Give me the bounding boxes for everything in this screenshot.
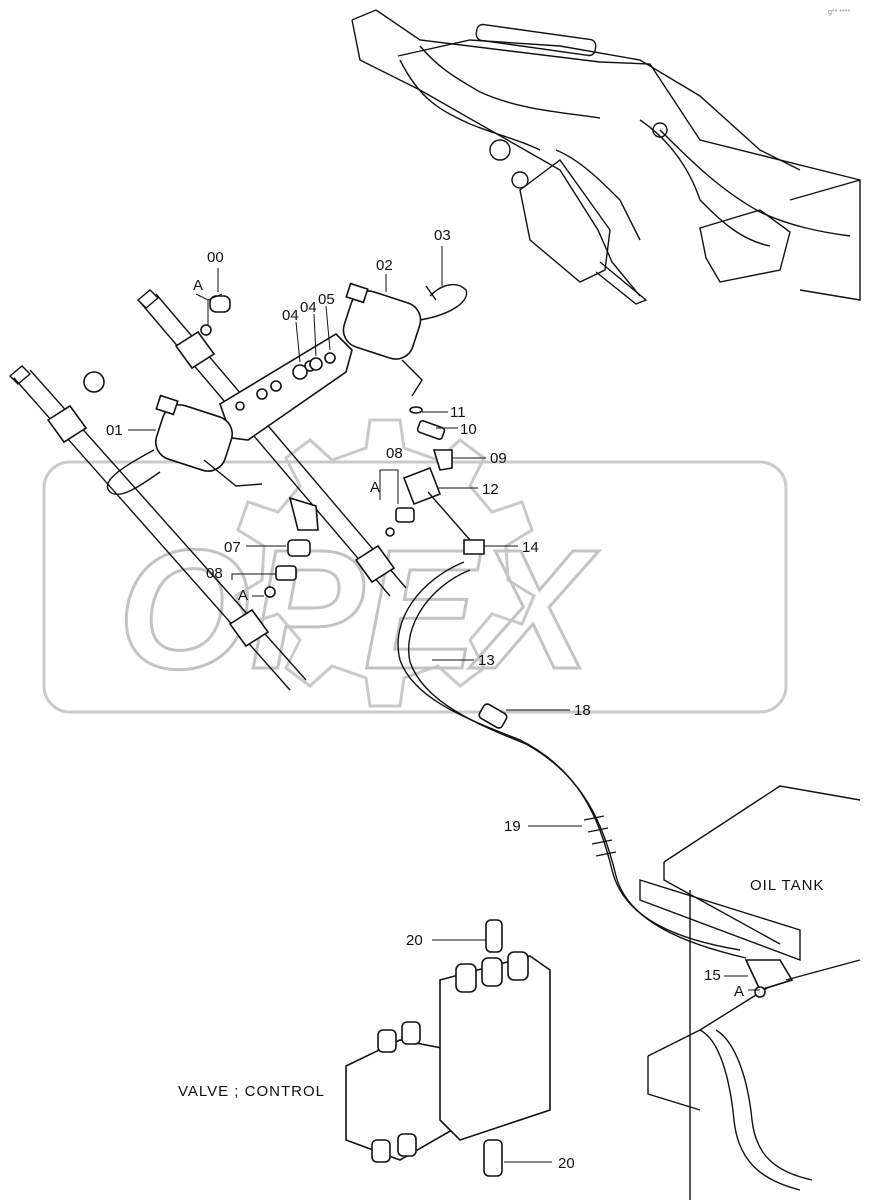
callout-15: 15 bbox=[704, 967, 721, 984]
pipe-tee-fitting bbox=[354, 544, 396, 584]
fitting-08 bbox=[275, 565, 297, 581]
callout-20: 20 bbox=[406, 932, 423, 949]
lower-fittings bbox=[200, 295, 319, 598]
caption-oil-tank: OIL TANK bbox=[750, 877, 824, 894]
callout-03: 03 bbox=[434, 227, 451, 244]
callout-12: 12 bbox=[482, 481, 499, 498]
u-bolt-03 bbox=[419, 283, 468, 321]
callout-07: 07 bbox=[224, 539, 241, 556]
callout-a: A bbox=[734, 983, 744, 1000]
pipe-tee-fitting bbox=[174, 330, 216, 370]
plug-00 bbox=[209, 295, 231, 313]
watermark-gear bbox=[234, 418, 536, 708]
hose-assembly bbox=[397, 561, 747, 959]
leader-lines bbox=[128, 246, 760, 1163]
pipe-tee-fitting bbox=[228, 608, 270, 648]
fitting-15 bbox=[744, 959, 794, 991]
callout-11: 11 bbox=[450, 404, 466, 421]
plug-cap bbox=[83, 371, 105, 393]
callout-04: 04 bbox=[300, 299, 317, 316]
callout-10: 10 bbox=[460, 421, 477, 438]
control-valve bbox=[345, 919, 551, 1177]
callout-18: 18 bbox=[574, 702, 591, 719]
relief-valve-20 bbox=[485, 919, 503, 953]
right-fittings bbox=[385, 406, 485, 555]
accumulator-01 bbox=[106, 394, 263, 495]
nuts-washers bbox=[292, 352, 336, 380]
callout-13: 13 bbox=[478, 652, 495, 669]
excavator-boom-arm bbox=[351, 9, 861, 305]
callout-19: 19 bbox=[504, 818, 521, 835]
callout-14: 14 bbox=[522, 539, 539, 556]
connector-08 bbox=[395, 507, 415, 523]
watermark-frame bbox=[42, 460, 788, 714]
elbow-14 bbox=[463, 539, 485, 555]
callout-a: A bbox=[193, 277, 203, 294]
middle-pipe-assembly bbox=[136, 289, 407, 597]
callout-05: 05 bbox=[318, 291, 335, 308]
callout-02: 02 bbox=[376, 257, 393, 274]
hose-clamp-18 bbox=[478, 703, 508, 729]
elbow-09 bbox=[432, 449, 453, 471]
callout-08: 08 bbox=[206, 565, 223, 582]
fitting-07 bbox=[287, 539, 311, 557]
callout-01: 01 bbox=[106, 422, 123, 439]
callout-08: 08 bbox=[386, 445, 403, 462]
callout-04: 04 bbox=[282, 307, 299, 324]
oil-tank bbox=[639, 785, 861, 1200]
callout-labels: 00 A 01 02 03 04 04 05 11 10 08 09 A 12 … bbox=[106, 227, 744, 1172]
pipe-tee-fitting bbox=[46, 404, 88, 444]
callout-a: A bbox=[238, 587, 248, 604]
caption-control-valve: VALVE ; CONTROL bbox=[178, 1083, 325, 1100]
watermark-text: OPEX bbox=[118, 515, 599, 705]
accumulator-02 bbox=[342, 282, 423, 397]
callout-20: 20 bbox=[558, 1155, 575, 1172]
mounting-bracket bbox=[219, 332, 353, 441]
o-ring-11 bbox=[409, 406, 423, 414]
callout-a: A bbox=[370, 479, 380, 496]
callout-09: 09 bbox=[490, 450, 507, 467]
watermark: OPEX bbox=[42, 418, 788, 714]
adapter-10 bbox=[416, 419, 446, 441]
relief-valve-20 bbox=[483, 1139, 503, 1177]
left-pipe-assembly bbox=[8, 365, 307, 691]
corner-mark: g** **** bbox=[828, 9, 850, 16]
callout-00: 00 bbox=[207, 249, 224, 266]
